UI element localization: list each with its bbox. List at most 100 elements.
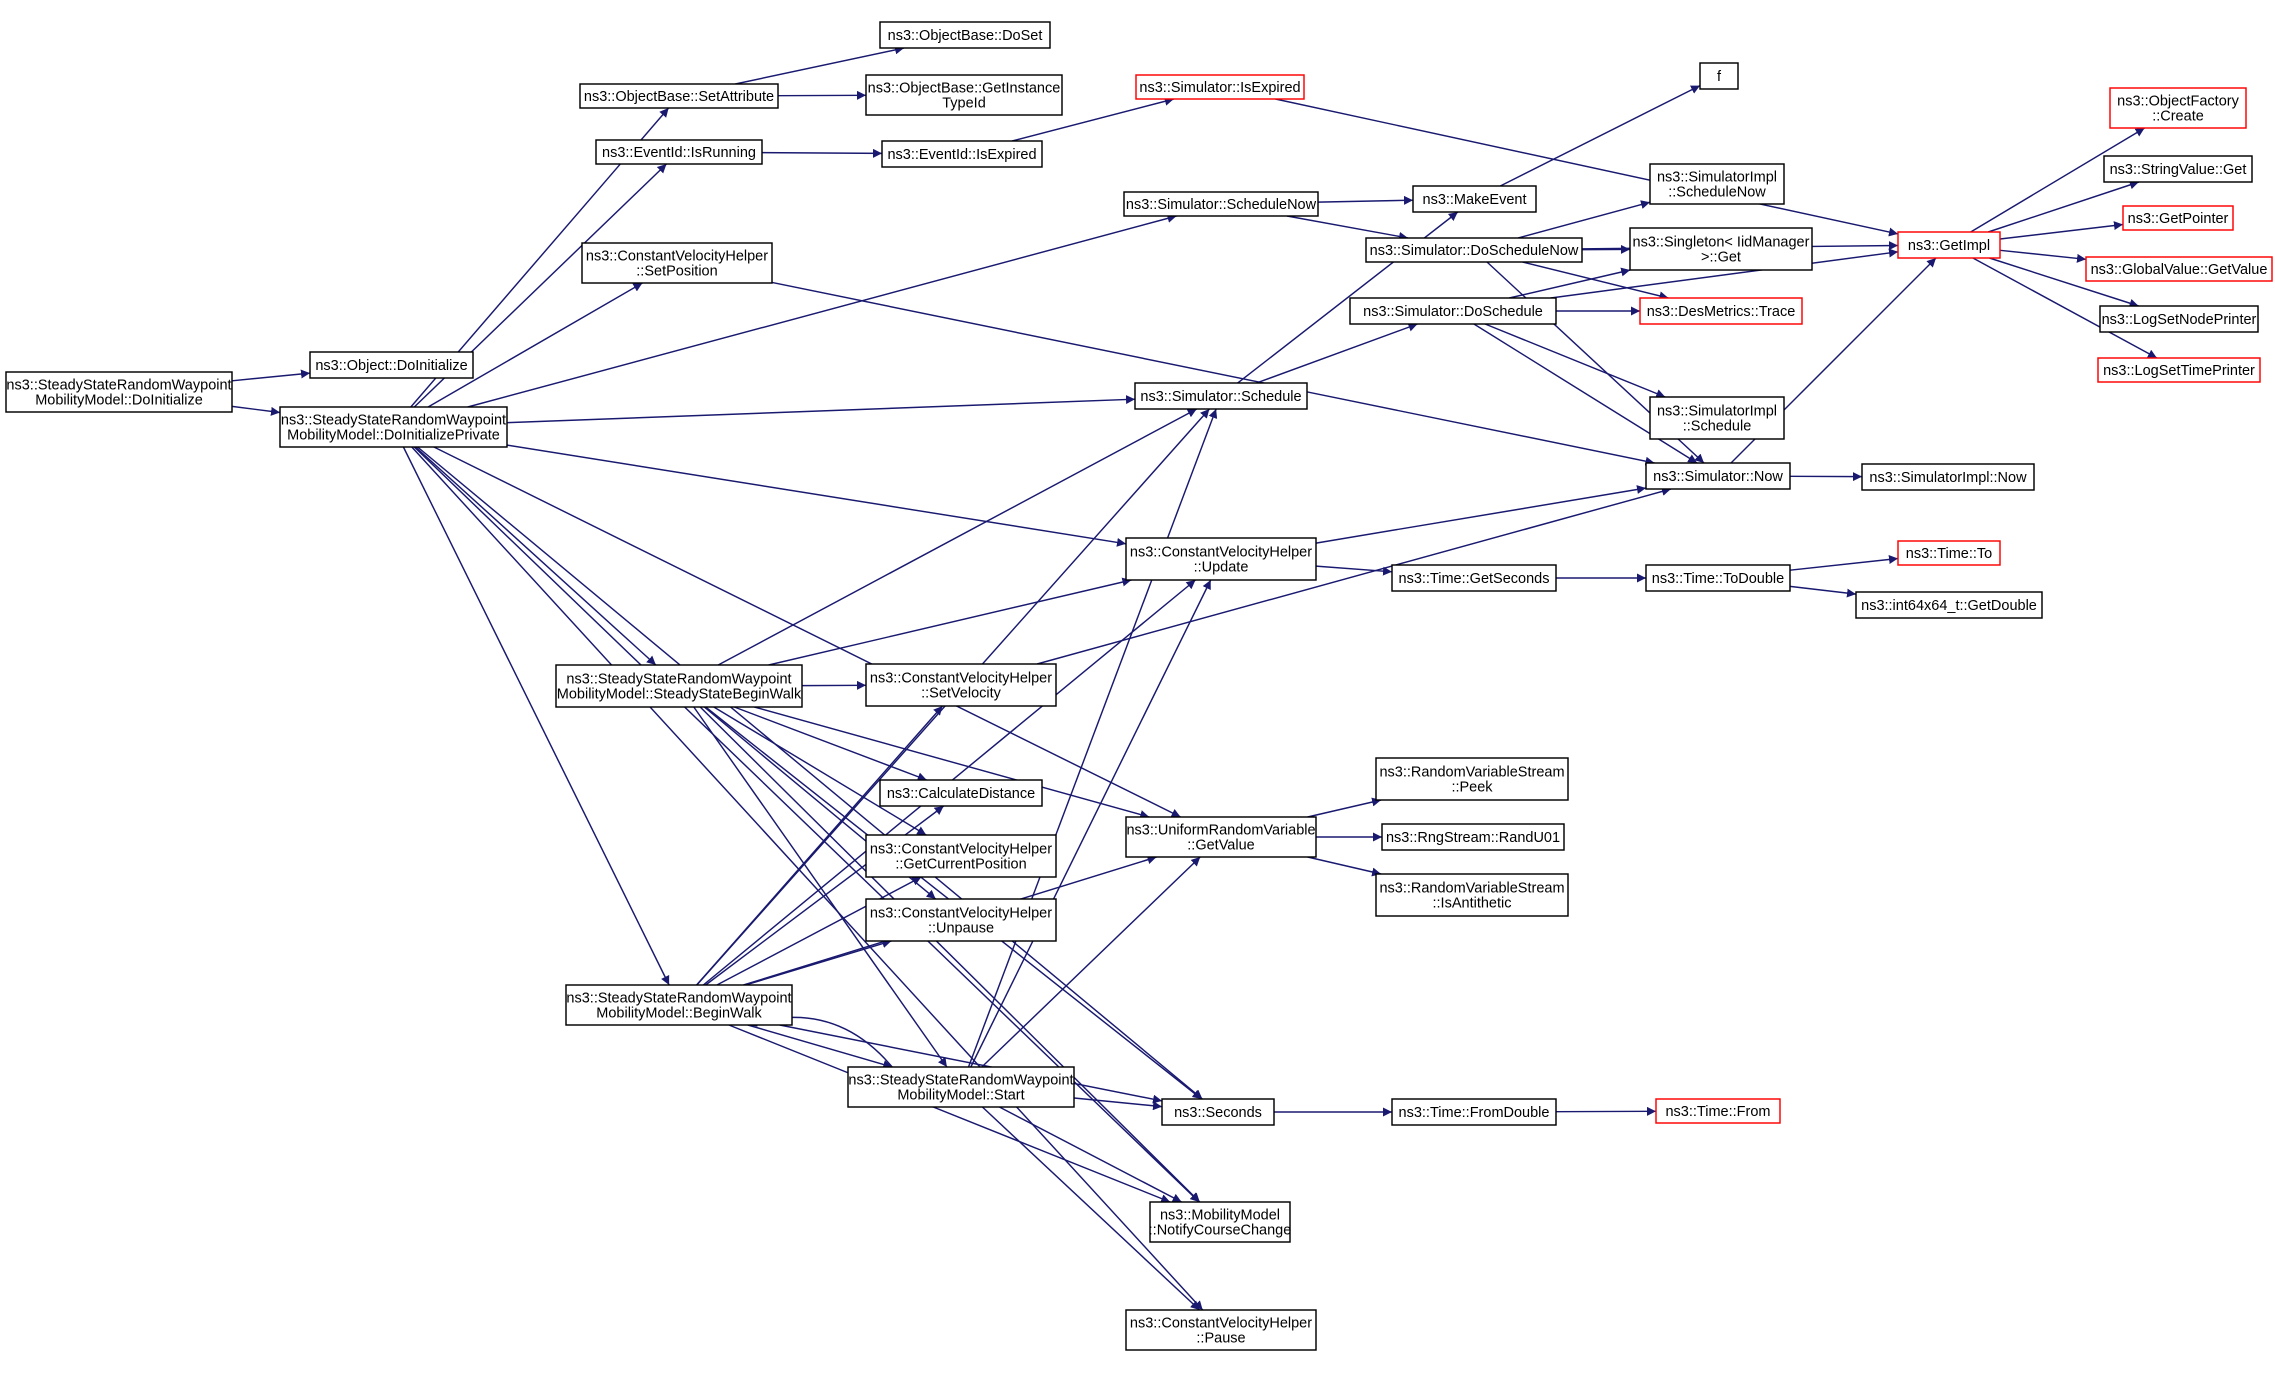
node-box[interactable]	[1649, 163, 1785, 205]
node-box[interactable]	[595, 139, 763, 165]
node-sim_isexpired[interactable]: ns3::Simulator::IsExpired	[1135, 74, 1305, 100]
node-box[interactable]	[1629, 227, 1813, 271]
node-getdouble[interactable]: ns3::int64x64_t::GetDouble	[1855, 591, 2043, 619]
node-impl_schednow[interactable]: ns3::SimulatorImpl::ScheduleNow	[1649, 163, 1785, 205]
node-box[interactable]	[2099, 305, 2259, 333]
node-sim_schedule[interactable]: ns3::Simulator::Schedule	[1134, 382, 1308, 410]
node-desmetrics[interactable]: ns3::DesMetrics::Trace	[1639, 297, 1803, 325]
node-box[interactable]	[847, 1066, 1075, 1108]
node-box[interactable]	[2085, 256, 2273, 282]
node-box[interactable]	[1645, 462, 1791, 490]
node-impl_sched[interactable]: ns3::SimulatorImpl::Schedule	[1649, 396, 1785, 440]
node-box[interactable]	[1125, 537, 1317, 581]
node-box[interactable]	[579, 83, 779, 109]
node-box[interactable]	[279, 406, 508, 448]
node-singleton[interactable]: ns3::Singleton< IidManager>::Get	[1629, 227, 1813, 271]
node-box[interactable]	[2122, 205, 2234, 231]
node-getseconds[interactable]: ns3::Time::GetSeconds	[1391, 564, 1557, 592]
node-box[interactable]	[5, 371, 233, 413]
node-box[interactable]	[1412, 185, 1537, 213]
node-calcdist[interactable]: ns3::CalculateDistance	[879, 779, 1043, 807]
node-doset[interactable]: ns3::ObjectBase::DoSet	[879, 21, 1051, 49]
node-logtime[interactable]: ns3::LogSetTimePrinter	[2097, 357, 2261, 383]
node-uniform_get[interactable]: ns3::UniformRandomVariable::GetValue	[1125, 816, 1317, 858]
node-sim_now[interactable]: ns3::Simulator::Now	[1645, 462, 1791, 490]
node-makeevent[interactable]: ns3::MakeEvent	[1412, 185, 1537, 213]
node-randu01[interactable]: ns3::RngStream::RandU01	[1381, 823, 1565, 851]
node-box[interactable]	[1391, 1098, 1557, 1126]
node-box[interactable]	[2109, 87, 2247, 129]
node-notify[interactable]: ns3::MobilityModel::NotifyCourseChange	[1149, 1201, 1292, 1243]
node-box[interactable]	[1135, 74, 1305, 100]
node-time_to[interactable]: ns3::Time::To	[1897, 540, 2001, 566]
node-box[interactable]	[1655, 1098, 1781, 1124]
node-lognode[interactable]: ns3::LogSetNodePrinter	[2099, 305, 2259, 333]
node-time_from[interactable]: ns3::Time::From	[1655, 1098, 1781, 1124]
node-seconds[interactable]: ns3::Seconds	[1161, 1098, 1275, 1126]
node-setattr[interactable]: ns3::ObjectBase::SetAttribute	[579, 83, 779, 109]
node-box[interactable]	[1149, 1201, 1291, 1243]
node-box[interactable]	[2097, 357, 2261, 383]
node-start[interactable]: ns3::SteadyStateRandomWaypointMobilityMo…	[847, 1066, 1075, 1108]
node-box[interactable]	[1897, 540, 2001, 566]
node-box[interactable]	[1365, 237, 1583, 263]
node-box[interactable]	[1897, 231, 2001, 259]
node-box[interactable]	[1125, 816, 1317, 858]
node-cvh_setpos[interactable]: ns3::ConstantVelocityHelper::SetPosition	[581, 242, 773, 284]
node-beginwalk[interactable]: ns3::SteadyStateRandomWaypointMobilityMo…	[565, 984, 793, 1026]
node-box[interactable]	[1855, 591, 2043, 619]
node-box[interactable]	[1649, 396, 1785, 440]
node-doschednow[interactable]: ns3::Simulator::DoScheduleNow	[1365, 237, 1583, 263]
node-fromdouble[interactable]: ns3::Time::FromDouble	[1391, 1098, 1557, 1126]
node-box[interactable]	[2103, 155, 2253, 183]
node-eid_isexpired[interactable]: ns3::EventId::IsExpired	[881, 140, 1043, 168]
node-cvh_setvel[interactable]: ns3::ConstantVelocityHelper::SetVelocity	[865, 663, 1057, 707]
node-getptr[interactable]: ns3::GetPointer	[2122, 205, 2234, 231]
node-todouble[interactable]: ns3::Time::ToDouble	[1645, 564, 1791, 592]
node-cvh_unpause[interactable]: ns3::ConstantVelocityHelper::Unpause	[865, 898, 1057, 942]
node-box[interactable]	[879, 779, 1043, 807]
node-schednow[interactable]: ns3::Simulator::ScheduleNow	[1123, 191, 1319, 217]
node-box[interactable]	[1699, 62, 1739, 90]
node-box[interactable]	[1123, 191, 1319, 217]
node-box[interactable]	[881, 140, 1043, 168]
node-cvh_update[interactable]: ns3::ConstantVelocityHelper::Update	[1125, 537, 1317, 581]
node-doinitpriv[interactable]: ns3::SteadyStateRandomWaypointMobilityMo…	[279, 406, 508, 448]
node-box[interactable]	[865, 74, 1063, 116]
node-box[interactable]	[581, 242, 773, 284]
node-box[interactable]	[1375, 757, 1569, 801]
node-cvh_pause[interactable]: ns3::ConstantVelocityHelper::Pause	[1125, 1309, 1317, 1351]
node-obj_doinit[interactable]: ns3::Object::DoInitialize	[309, 351, 474, 379]
node-box[interactable]	[1161, 1098, 1275, 1126]
node-box[interactable]	[865, 898, 1057, 942]
node-rvs_anti[interactable]: ns3::RandomVariableStream::IsAntithetic	[1375, 873, 1569, 917]
node-getimpl[interactable]: ns3::GetImpl	[1897, 231, 2001, 259]
node-box[interactable]	[1391, 564, 1557, 592]
node-box[interactable]	[1134, 382, 1308, 410]
node-objfactory[interactable]: ns3::ObjectFactory::Create	[2109, 87, 2247, 129]
node-box[interactable]	[1381, 823, 1565, 851]
node-box[interactable]	[1125, 1309, 1317, 1351]
node-box[interactable]	[865, 663, 1057, 707]
node-box[interactable]	[309, 351, 474, 379]
node-box[interactable]	[565, 984, 793, 1026]
node-ssbeginwalk[interactable]: ns3::SteadyStateRandomWaypointMobilityMo…	[555, 664, 803, 708]
node-box[interactable]	[879, 21, 1051, 49]
node-f[interactable]: f	[1699, 62, 1739, 90]
node-box[interactable]	[865, 834, 1057, 878]
node-root[interactable]: ns3::SteadyStateRandomWaypointMobilityMo…	[5, 371, 233, 413]
node-box[interactable]	[555, 664, 803, 708]
node-box[interactable]	[1349, 297, 1557, 325]
node-box[interactable]	[1861, 463, 2035, 491]
node-globget[interactable]: ns3::GlobalValue::GetValue	[2085, 256, 2273, 282]
node-box[interactable]	[1645, 564, 1791, 592]
node-impl_now[interactable]: ns3::SimulatorImpl::Now	[1861, 463, 2035, 491]
node-dessched[interactable]: ns3::Simulator::DoSchedule	[1349, 297, 1557, 325]
node-isrunning[interactable]: ns3::EventId::IsRunning	[595, 139, 763, 165]
node-box[interactable]	[1639, 297, 1803, 325]
node-box[interactable]	[1375, 873, 1569, 917]
node-cvh_getpos[interactable]: ns3::ConstantVelocityHelper::GetCurrentP…	[865, 834, 1057, 878]
node-strget[interactable]: ns3::StringValue::Get	[2103, 155, 2253, 183]
node-rvs_peek[interactable]: ns3::RandomVariableStream::Peek	[1375, 757, 1569, 801]
